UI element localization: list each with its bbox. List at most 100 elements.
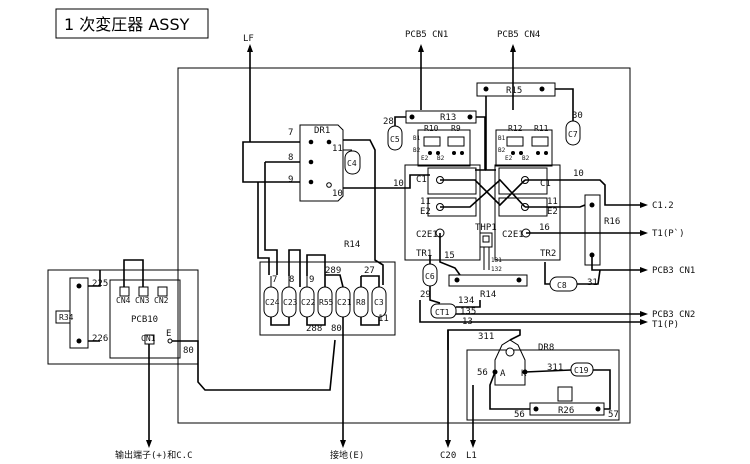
wire-t1p xyxy=(419,300,640,323)
wire-r15-left xyxy=(485,96,496,171)
r14b-dot-right xyxy=(516,277,522,283)
r26-label: R26 xyxy=(558,406,574,416)
assembly-frame xyxy=(177,67,631,424)
wire-r15-c7 xyxy=(555,88,574,121)
page-title: 1 次変圧器 ASSY xyxy=(64,15,190,34)
label-t1p: T1(P) xyxy=(652,320,679,330)
tr2-block: C1 11 E2 C2E1 TR2 16 10 xyxy=(494,164,584,261)
arrow-l1 xyxy=(470,440,476,448)
wire-c12 xyxy=(525,179,640,206)
label-c12: C1.2 xyxy=(652,201,674,211)
dr1-pin10: 10 xyxy=(332,189,343,199)
label-pcb3-cn1: PCB3 CN1 xyxy=(652,266,695,276)
label-t1p-prime: T1(P`) xyxy=(652,228,685,239)
c7-label: C7 xyxy=(568,130,578,139)
r14-top-8: 8 xyxy=(289,275,294,285)
cn2-label: CN2 xyxy=(154,296,169,305)
r14-block: R14 7 8 9 289 27 C24 C23 C22 R55 C21 R8 … xyxy=(259,240,396,336)
r12-label: R12 xyxy=(508,124,523,133)
wire-311b-label: 311 xyxy=(547,363,563,373)
label-pcb5-cn4: PCB5 CN4 xyxy=(497,30,540,40)
cap-r8-label: R8 xyxy=(356,298,366,307)
wire-dr1-11 xyxy=(343,139,384,285)
r10-label: R10 xyxy=(424,124,439,133)
arrow-ground xyxy=(340,440,346,448)
tr2-pin11: 11 xyxy=(547,197,558,207)
wire-10-label: 10 xyxy=(393,179,404,189)
pcb10-e-hole xyxy=(167,338,173,344)
dr1-name: DR1 xyxy=(314,126,330,136)
title-frame xyxy=(55,8,209,39)
tr2-b2-bot: B2 xyxy=(522,155,530,162)
arrow-t1p xyxy=(640,319,648,325)
thp1-window xyxy=(482,235,490,243)
r9-label: R9 xyxy=(451,124,461,133)
cap-c22-label: C22 xyxy=(301,298,316,307)
pcb10-pin80: 80 xyxy=(183,346,194,356)
c8-label: C8 xyxy=(557,281,567,290)
r15-dot-right xyxy=(539,86,545,92)
cn1-label: CN1 xyxy=(141,334,156,343)
tr2-e2-top: E2 xyxy=(505,155,513,162)
cn4-square xyxy=(119,286,130,297)
c6-label: C6 xyxy=(425,272,435,281)
r14b-dot-left xyxy=(454,277,460,283)
label-lf: LF xyxy=(243,34,254,44)
r15-assembly: R15 30 R12 R11 B1 B2 E2 B2 C7 xyxy=(476,82,583,171)
r14-name: R14 xyxy=(344,240,360,250)
wire-134-label: 134 xyxy=(458,296,474,306)
r14b-label: R14 xyxy=(480,290,496,300)
thp1-block: THP1 131 132 xyxy=(475,223,502,273)
r16-label: R16 xyxy=(604,217,620,227)
dr1-pin11-dot xyxy=(326,139,332,145)
r16-dot-top xyxy=(589,202,595,208)
tr2-body xyxy=(494,164,561,261)
wire-r13-right xyxy=(475,116,486,171)
r10-dot-a xyxy=(428,151,432,155)
dr8-name: DR8 xyxy=(538,343,554,353)
ct1-block: CT1 134 135 13 PCB3 CN2 T1(P) xyxy=(419,296,695,330)
dr8-body xyxy=(494,339,526,386)
r14-bot-80: 80 xyxy=(331,324,342,334)
r11-dot-b xyxy=(544,151,548,155)
dr1-block: DR1 7 8 9 11 10 C4 xyxy=(288,124,361,202)
tr1-name: TR1 xyxy=(416,249,432,259)
r15-dot-left xyxy=(483,86,489,92)
r13-assembly: R13 28 R10 R9 B1 B2 E2 B2 C5 xyxy=(383,110,486,171)
arrow-c12 xyxy=(640,202,648,208)
r12-dot-a xyxy=(511,151,515,155)
r34-tab xyxy=(55,310,71,324)
pcb10-outer xyxy=(47,269,199,365)
r12-body xyxy=(506,136,524,147)
dr1-pin9-dot xyxy=(308,179,314,185)
dr8-a: A xyxy=(500,369,506,379)
cap-c21-label: C21 xyxy=(337,298,352,307)
r9-dot-a xyxy=(452,151,456,155)
label-ground: 接地(E) xyxy=(330,449,364,461)
wire-135-label: 135 xyxy=(460,307,476,317)
wire-tr2-e2-r16 xyxy=(525,204,586,208)
dr1-pin8: 8 xyxy=(288,153,293,163)
tr2-c1: C1 xyxy=(540,179,551,189)
r13-dot-right xyxy=(467,114,473,120)
pcb10-e: E xyxy=(166,329,171,339)
wire-dr1-9 xyxy=(242,141,300,183)
tr1-block: C1 11 E2 C2E1 TR1 15 xyxy=(404,164,481,261)
c5-label: C5 xyxy=(390,135,400,144)
wire-dr8-k-c19 xyxy=(524,369,611,410)
r14-bot-288: 288 xyxy=(306,324,322,334)
arrow-pcb5-cn4 xyxy=(510,44,516,52)
r15-label: R15 xyxy=(506,86,522,96)
cn2-square xyxy=(157,286,168,297)
tr1-b1-top: B1 xyxy=(413,135,421,142)
tr2-pin10: 10 xyxy=(573,169,584,179)
r34-dot-top xyxy=(76,283,82,289)
wire-c6 xyxy=(429,255,441,304)
dr1-pin10-dot xyxy=(326,182,332,188)
wire-c8-right xyxy=(577,269,601,285)
wire-cross-b xyxy=(440,178,526,208)
r14-bot-11: 11 xyxy=(378,314,389,324)
tr2-b1-top: B1 xyxy=(498,135,506,142)
